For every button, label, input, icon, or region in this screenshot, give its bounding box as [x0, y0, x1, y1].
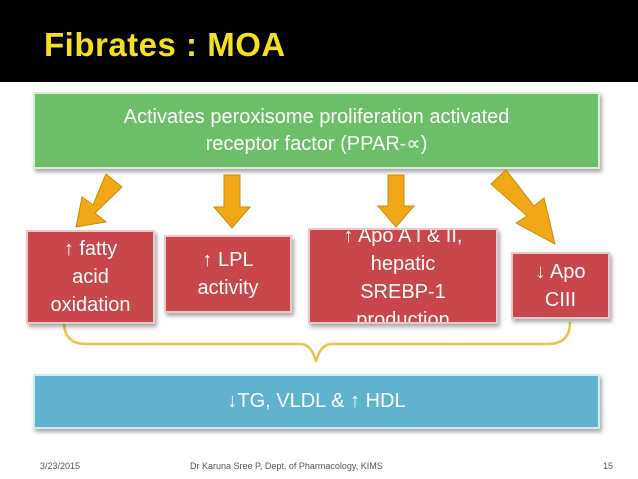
effect-box-fatty-acid-oxidation: ↑ fatty acid oxidation — [26, 230, 155, 324]
footer-author: Dr Karuna Sree P, Dept. of Pharmacology,… — [190, 461, 383, 471]
ppar-line-1: Activates peroxisome proliferation activ… — [123, 105, 510, 128]
grouping-brace — [62, 321, 572, 363]
footer-page-number: 15 — [603, 461, 614, 471]
arrow-to-apo-a — [376, 174, 416, 228]
effect-box-apo-a-srebp: ↑ Apo A I & II, hepatic SREBP-1 producti… — [308, 228, 498, 324]
effect-1-line-3: oxidation — [50, 294, 131, 316]
effect-4-line-1: ↓ Apo — [535, 260, 586, 283]
effect-box-lpl-activity: ↑ LPL activity — [164, 235, 292, 313]
effect-3-line-3: SREBP-1 — [360, 281, 446, 303]
effect-box-apo-ciii: ↓ Apo CIII — [511, 252, 610, 319]
arrow-to-lpl — [212, 174, 252, 229]
effect-4-line-2: CIII — [544, 288, 577, 311]
effect-3-line-2: hepatic — [370, 253, 436, 275]
result-box: ↓TG, VLDL & ↑ HDL — [33, 374, 600, 429]
result-text: ↓TG, VLDL & ↑ HDL — [227, 390, 406, 412]
title-bar — [0, 0, 638, 82]
ppar-line-2: receptor factor (PPAR-∝) — [205, 132, 428, 155]
effect-2-line-1: ↑ LPL — [202, 249, 254, 271]
effect-3-line-4: production — [356, 309, 450, 324]
effect-1-line-1: ↑ fatty — [63, 238, 118, 260]
effect-1-line-2: acid — [72, 266, 109, 288]
slide-title: Fibrates : MOA — [44, 26, 286, 63]
effect-2-line-2: activity — [197, 277, 259, 299]
ppar-activation-box: Activates peroxisome proliferation activ… — [33, 92, 600, 169]
arrow-to-apo-ciii — [490, 169, 556, 245]
arrow-to-fatty-acid — [75, 173, 123, 228]
footer-date: 3/23/2015 — [40, 461, 81, 471]
effect-3-line-1: ↑ Apo A I & II, — [343, 228, 463, 247]
